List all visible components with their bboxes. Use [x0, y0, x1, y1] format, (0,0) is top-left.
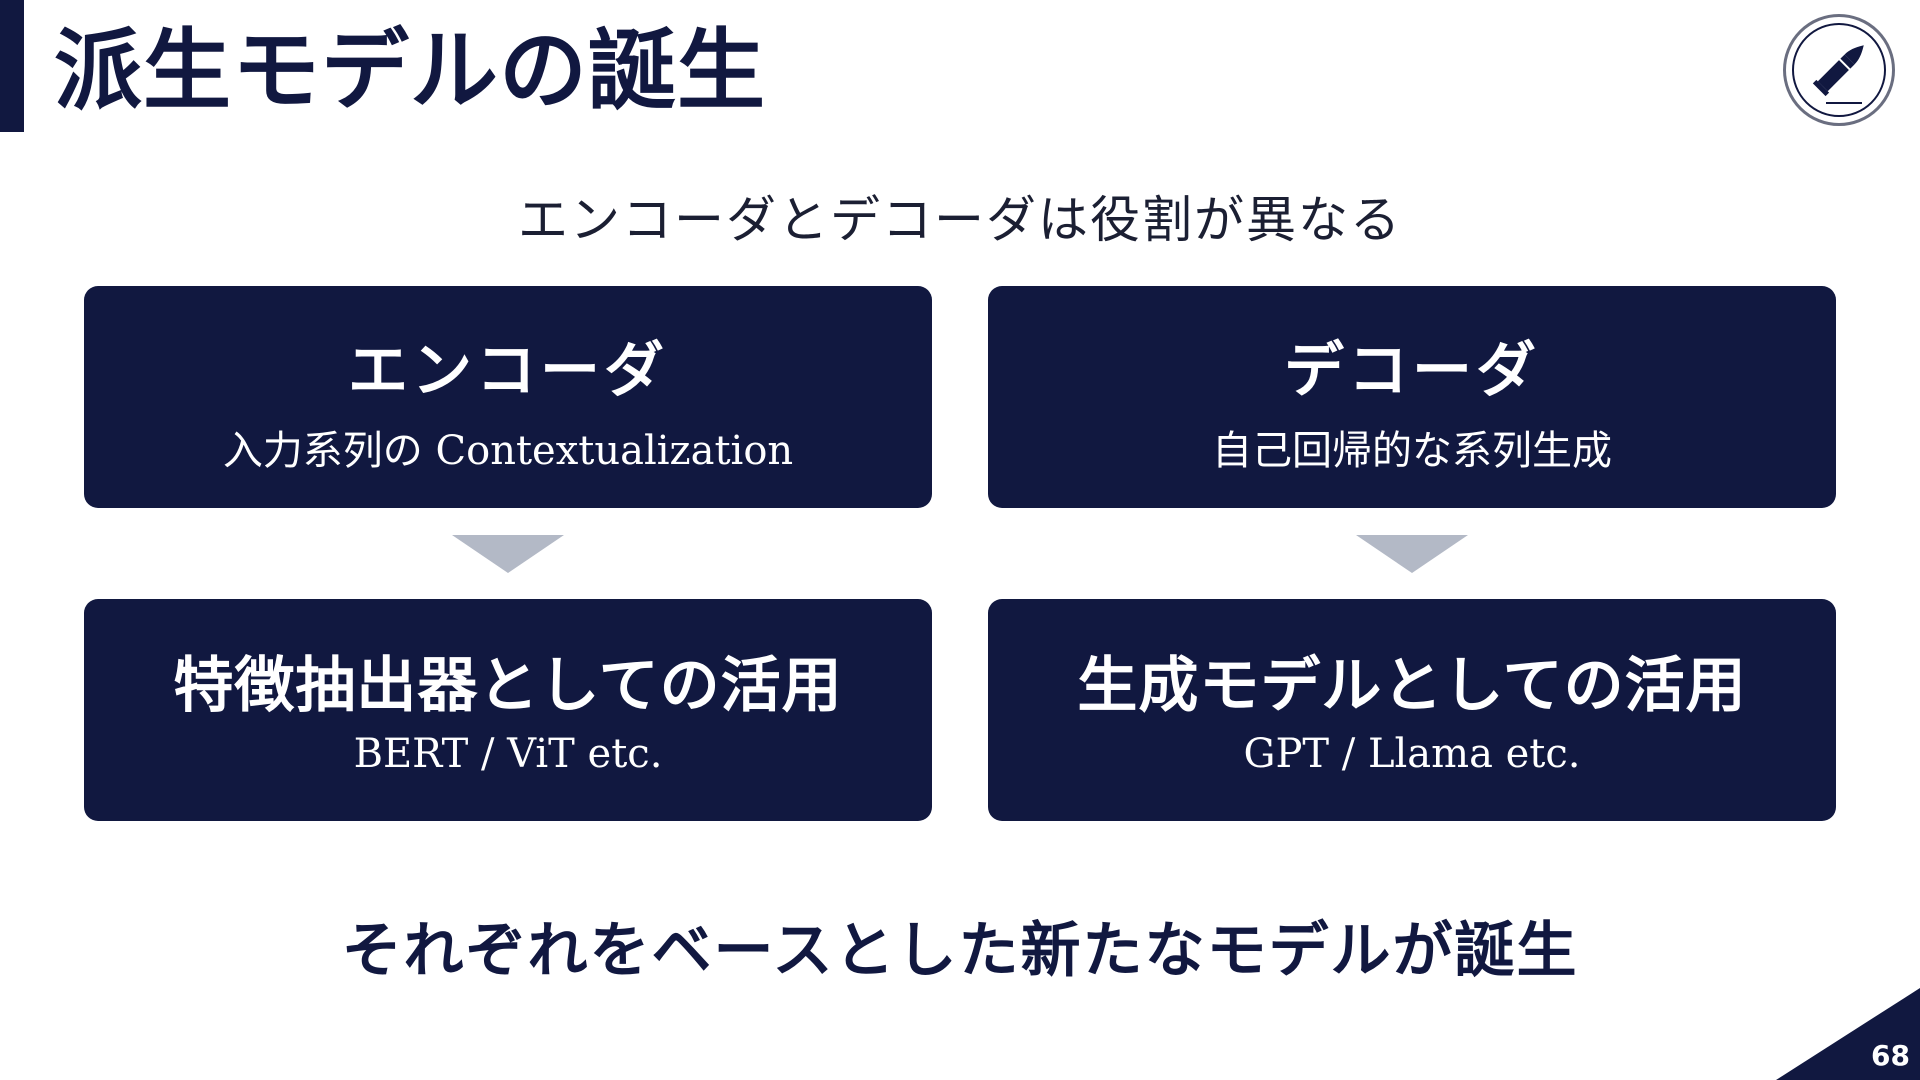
page-corner-triangle — [1776, 988, 1920, 1080]
encoder-card-description: 入力系列の Contextualization — [222, 428, 794, 474]
decoder-use-card: 生成モデルとしての活用 GPT / Llama etc. — [988, 599, 1836, 821]
conclusion-text: それぞれをベースとした新たなモデルが誕生 — [341, 916, 1579, 986]
encoder-use-card: 特徴抽出器としての活用 BERT / ViT etc. — [84, 599, 932, 821]
title-accent-bar — [0, 0, 24, 132]
decoder-card: デコーダ 自己回帰的な系列生成 — [988, 286, 1836, 508]
decoder-down-arrow — [1356, 535, 1468, 573]
page-number: 68 — [1871, 1039, 1910, 1072]
encoder-use-examples: BERT / ViT etc. — [353, 731, 663, 777]
page-title: 派生モデルの誕生 — [54, 19, 767, 122]
bullet-icon — [1812, 45, 1864, 104]
encoder-down-arrow — [452, 535, 564, 573]
decoder-use-title: 生成モデルとしての活用 — [1077, 651, 1747, 721]
logo — [1783, 14, 1895, 126]
encoder-use-title: 特徴抽出器としての活用 — [173, 651, 843, 721]
logo-ring — [1792, 23, 1886, 117]
slide-subtitle: エンコーダとデコーダは役割が異なる — [518, 191, 1402, 249]
decoder-use-examples: GPT / Llama etc. — [1243, 731, 1581, 777]
encoder-card: エンコーダ 入力系列の Contextualization — [84, 286, 932, 508]
decoder-card-title: デコーダ — [1284, 336, 1540, 406]
decoder-card-description: 自己回帰的な系列生成 — [1212, 428, 1612, 474]
encoder-card-title: エンコーダ — [348, 336, 668, 406]
